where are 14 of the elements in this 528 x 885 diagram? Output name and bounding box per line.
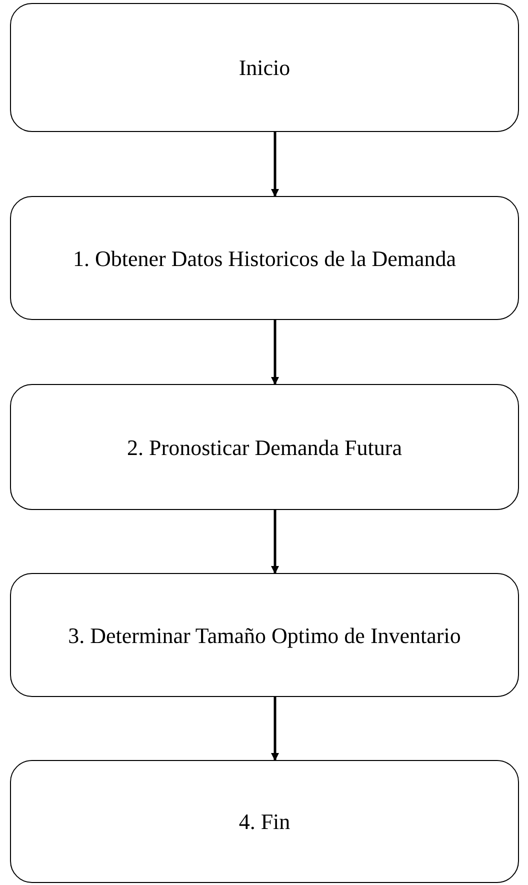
process-box [10, 573, 519, 697]
arrow [271, 510, 279, 574]
arrow [271, 320, 279, 385]
step-label: Inicio [238, 54, 290, 82]
arrow [271, 132, 279, 197]
step-label: 3. Determinar Tamaño Optimo de Inventario [68, 622, 461, 650]
process-box [10, 196, 519, 320]
process-box [10, 3, 519, 132]
step-label: 4. Fin [238, 808, 290, 836]
step-label: 1. Obtener Datos Historicos de la Demanda [72, 244, 456, 272]
process-box [10, 760, 519, 883]
process-box [10, 384, 519, 510]
step-label: 2. Pronosticar Demanda Futura [127, 434, 402, 462]
arrow [271, 697, 279, 761]
